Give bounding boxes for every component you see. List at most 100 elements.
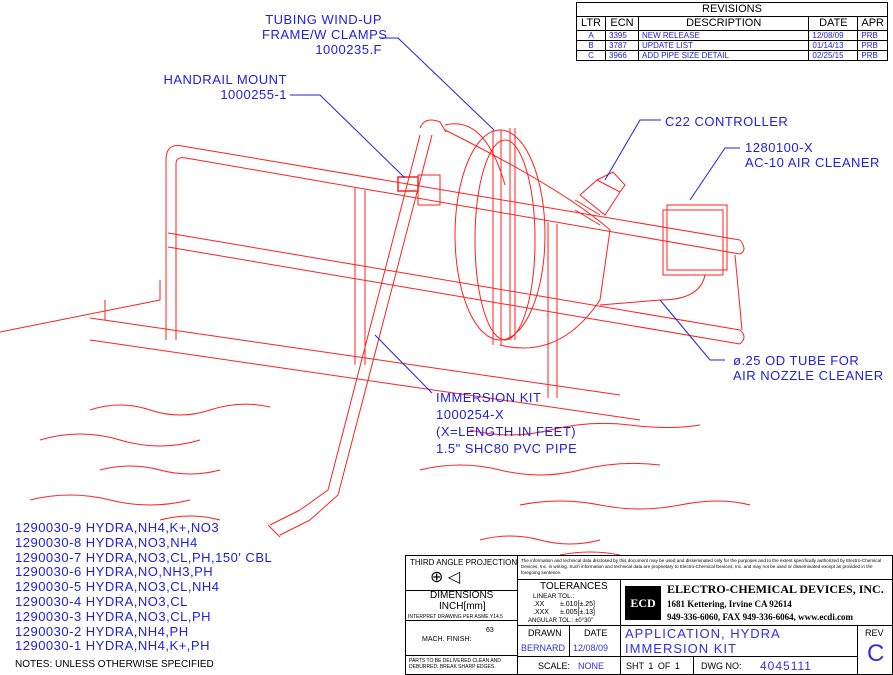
cell: PRB	[857, 50, 888, 61]
dwg-cell: DWG NO: 4045111	[693, 656, 858, 675]
callout-line: ø.25 OD TUBE FOR	[733, 353, 860, 368]
cell: 3966	[605, 50, 639, 61]
projection-symbol-icon: ⊕ ◁	[430, 569, 461, 586]
xx-label: .XX	[533, 601, 545, 608]
part-item: 1290030-2 HYDRA,NH4,PH	[15, 623, 189, 639]
callout-line: 1000235.F	[315, 42, 382, 57]
callout-line: 1000255-1	[220, 87, 287, 102]
cell: C	[576, 50, 606, 61]
tubing-reel	[444, 123, 611, 349]
units-label: INCH[mm]	[439, 601, 486, 612]
sheet-cell: SHT 1 OF 1	[620, 656, 694, 675]
part-item: 1290030-5 HYDRA,NO3,CL,NH4	[15, 579, 220, 595]
disclaimer-cell: The information and technical data discl…	[517, 555, 893, 580]
sheet-number: SHT 1 OF 1	[626, 661, 680, 671]
callout-line: IMMERSION KIT	[436, 390, 542, 405]
cell: 12/08/09	[808, 30, 859, 41]
projection-cell: THIRD ANGLE PROJECTION ⊕ ◁	[405, 555, 518, 591]
company-name: ELECTRO-CHEMICAL DEVICES, INC.	[667, 582, 884, 596]
col-header: APR	[857, 16, 888, 31]
cell: B	[576, 40, 606, 51]
disclaimer: The information and technical data discl…	[521, 558, 882, 575]
leader-lines	[290, 37, 740, 394]
finish-cell: MACH. FINISH: 63	[405, 620, 518, 656]
company-contact: 949-336-6060, FAX 949-336-6064, www.ecdi…	[667, 612, 854, 622]
cell: 3395	[605, 30, 639, 41]
scale-value: NONE	[578, 661, 605, 671]
interpret-note: INTERPRET DRAWING PER ASME Y14.5	[408, 614, 503, 620]
callout-line: TUBING WIND-UP	[265, 12, 382, 27]
part-item: 1290030-6 HYDRA,NO,NH3,PH	[15, 564, 214, 580]
xxx-value: ±.005[±.13]	[560, 609, 595, 616]
finish-label: MACH. FINISH:	[422, 636, 472, 643]
drawn-cell: DRAWN BERNARD	[517, 625, 570, 657]
cell: NEW RELEASE	[637, 30, 810, 41]
callout-line: 1.5" SHC80 PVC PIPE	[436, 441, 578, 456]
part-item: 1290030-7 HYDRA,NO3,CL,PH,150' CBL	[15, 549, 273, 565]
cell: PRB	[857, 40, 888, 51]
tolerances-cell: TOLERANCES LINEAR TOL.: .XX ±.010[±.25] …	[517, 579, 621, 626]
company-address: 1681 Kettering, Irvine CA 92614	[667, 599, 792, 609]
callout-line: AC-10 AIR CLEANER	[745, 155, 880, 170]
callout-air-tube: ø.25 OD TUBE FOR AIR NOZZLE CLEANER	[733, 353, 884, 383]
xxx-label: .XXX	[533, 609, 549, 616]
date-cell: DATE 12/08/09	[569, 625, 621, 657]
drawing-title-2: IMMERSION KIT	[625, 641, 737, 656]
part-item: 1290030-9 HYDRA,NH4,K+,NO3	[15, 520, 220, 535]
cell: 02/25/15	[808, 50, 859, 61]
callout-immersion-kit: IMMERSION KIT 1000254-X (X=LENGTH IN FEE…	[436, 389, 577, 457]
parts-note-cell: PARTS TO BE DELIVERED CLEAN AND DEBURRED…	[405, 655, 518, 675]
rev-value: C	[867, 640, 885, 667]
col-header: DESCRIPTION	[637, 16, 810, 31]
scale-label: SCALE:	[538, 661, 571, 671]
controller-box	[574, 171, 626, 226]
drawing-title-1: APPLICATION, HYDRA	[625, 626, 781, 641]
cell: ADD PIPE SIZE DETAIL	[637, 50, 810, 61]
ecd-logo: ECD	[625, 586, 661, 620]
callout-line: (X=LENGTH IN FEET)	[436, 424, 577, 439]
angular-tol: ANGULAR TOL.: ±0°30"	[528, 618, 593, 624]
logo-text: ECD	[630, 596, 656, 610]
water-surface	[29, 403, 751, 556]
finish-value: 63	[486, 627, 494, 634]
cell: 01/14/13	[808, 40, 859, 51]
part-item: 1290030-4 HYDRA,NO3,CL	[15, 593, 188, 609]
callout-handrail-mount: HANDRAIL MOUNT 1000255-1	[162, 72, 287, 102]
revisions-table: REVISIONS LTR ECN DESCRIPTION DATE APR A…	[576, 2, 888, 61]
dimensions-label: DIMENSIONS	[430, 590, 494, 601]
col-header: LTR	[576, 16, 606, 31]
date-label: DATE	[584, 628, 608, 638]
drawn-date: 12/08/09	[573, 643, 609, 653]
title-cell: APPLICATION, HYDRA IMMERSION KIT	[620, 625, 858, 657]
rev-label: REV	[865, 628, 884, 638]
callout-tubing-frame: TUBING WIND-UP FRAME/W CLAMPS 1000235.F	[262, 12, 388, 57]
company-cell: ECD ELECTRO-CHEMICAL DEVICES, INC. 1681 …	[620, 579, 893, 626]
rev-cell: REV C	[857, 625, 893, 675]
immersion-pipe	[267, 119, 447, 538]
tolerances-label: TOLERANCES	[540, 581, 608, 592]
col-header: DATE	[808, 16, 859, 31]
projection-label: THIRD ANGLE PROJECTION	[410, 558, 518, 567]
dimensions-cell: DIMENSIONS INCH[mm] INTERPRET DRAWING PE…	[405, 590, 518, 621]
handrail	[165, 145, 745, 398]
parts-note: PARTS TO BE DELIVERED CLEAN AND DEBURRED…	[409, 658, 501, 670]
callout-line: 1000254-X	[436, 407, 505, 422]
cell: UPDATE LIST	[637, 40, 810, 51]
dwg-number: 4045111	[760, 659, 812, 673]
callout-line: FRAME/W CLAMPS	[262, 27, 388, 42]
scale-cell: SCALE: NONE	[517, 656, 621, 675]
part-number-list: 1290030-9 HYDRA,NH4,K+,NO3 1290030-8 HYD…	[15, 520, 273, 654]
drawn-label: DRAWN	[528, 628, 562, 638]
cell: 3787	[605, 40, 639, 51]
callout-controller: C22 CONTROLLER	[665, 114, 789, 129]
cell: A	[576, 30, 606, 41]
cell: PRB	[857, 30, 888, 41]
part-item: 1290030-1 HYDRA,NH4,K+,PH	[15, 638, 210, 654]
linear-tol: LINEAR TOL.:	[533, 593, 575, 600]
callout-air-cleaner: 1280100-X AC-10 AIR CLEANER	[745, 140, 880, 170]
dwg-label: DWG NO:	[701, 661, 742, 671]
